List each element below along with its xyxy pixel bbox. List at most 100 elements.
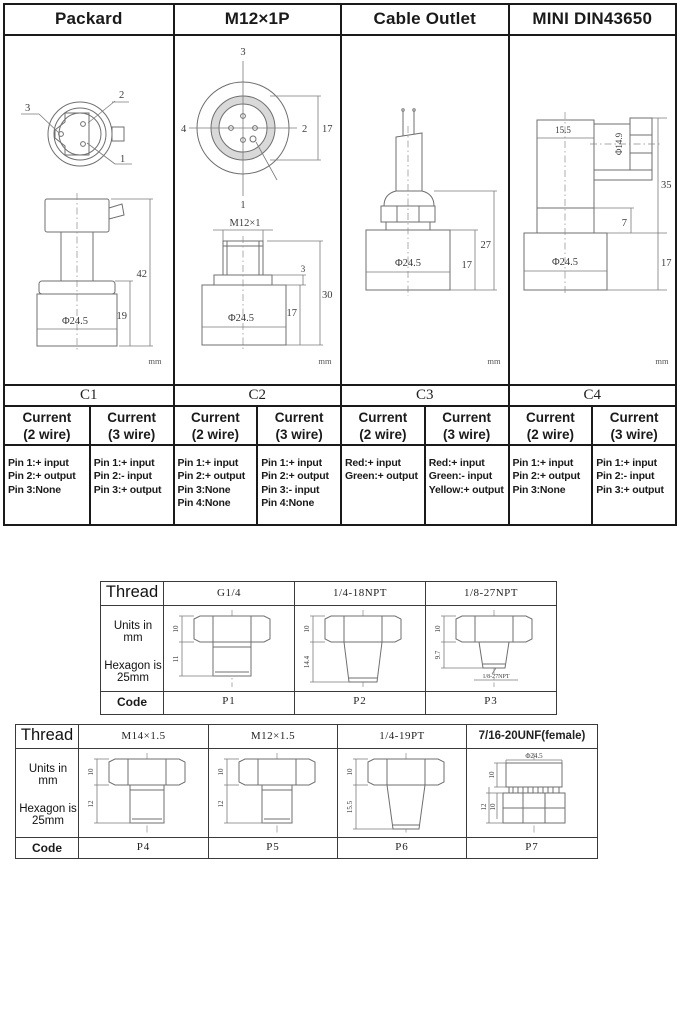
thread-g14-header: G1/4 [163, 582, 294, 605]
thread-14-18npt-header: 1/4-18NPT [294, 582, 425, 605]
cable-unit: mm [487, 356, 501, 366]
pin-line: Red:+ input [345, 457, 401, 469]
p3-dim-thread: 9.7 [434, 650, 442, 659]
c4-3wire-header: Current(3 wire) [591, 405, 675, 444]
p2-drawing: 10 14.4 [303, 610, 402, 687]
pin-line: Pin 2:- input [596, 470, 655, 483]
pin-line: Pin 2:+ output [177, 470, 246, 483]
p5-dim-head: 10 [217, 768, 225, 776]
m12-dim-body: 17 [286, 308, 297, 319]
p2-dim-head: 10 [303, 625, 311, 633]
din-unit: mm [655, 356, 669, 366]
m12-pin1-label: 1 [240, 200, 245, 211]
packard-pin3-label: 3 [25, 103, 30, 114]
packard-unit: mm [148, 356, 162, 366]
pin-line: Pin 3:None [512, 483, 566, 496]
m12-dim-height: 30 [322, 290, 333, 301]
m12-drawing: 3 4 2 1 17 M12×1 3 30 17 Φ24.5 [181, 47, 333, 366]
packard-dia: Φ24.5 [62, 316, 88, 327]
p5-hex-head [238, 758, 316, 786]
p4-dim-thread: 12 [87, 800, 95, 808]
code-c4: C4 [507, 384, 675, 405]
pin-line: Pin 1:+ input [8, 457, 69, 469]
m12-drawing-cell: 3 4 2 1 17 M12×1 3 30 17 Φ24.5 [172, 34, 340, 384]
p1-dim-thread: 11 [172, 655, 180, 662]
p3-thread-note: 1/8-27NPT [483, 674, 510, 680]
packard-dim-total: 42 [137, 269, 148, 280]
p3-dim-head: 10 [434, 625, 442, 633]
code-p3: P3 [425, 691, 556, 714]
code-p2: P2 [294, 691, 425, 714]
pin-line: Red:+ input [428, 457, 485, 469]
column-header-cable-outlet: Cable Outlet [340, 5, 508, 34]
pin-line: Pin 3:+ output [93, 483, 162, 496]
pin-line: Pin 2:+ output [261, 470, 329, 483]
p1-hex-head [193, 615, 271, 643]
din-dim-top: 15.5 [555, 125, 571, 135]
p4-drawing-cell: 10 12 [78, 748, 208, 837]
pin-line: Pin 3:None [177, 483, 231, 496]
pin-line: Pin 2:+ output [8, 470, 76, 483]
p5-drawing: 10 12 [217, 753, 316, 833]
m12-pin2-label: 2 [302, 124, 307, 135]
p3-drawing-cell: 10 9.7 1/8-27NPT [425, 605, 556, 691]
p4-hex-head [108, 758, 186, 786]
packard-drawing-cell: 2 3 1 42 19 Φ24.5 mm [5, 34, 173, 384]
p7-drawing-cell: Φ24.5 10 12 10 [466, 748, 597, 837]
pin-line: Green:+ output [345, 470, 418, 483]
p1-dim-head: 10 [172, 625, 180, 633]
packard-pin1-label: 1 [120, 154, 125, 165]
code-c1: C1 [5, 384, 173, 405]
p7-dim-body: 10 [488, 771, 496, 779]
din-drawing-cell: 15.5 Φ14.9 35 7 17 Φ24.5 mm [507, 34, 675, 384]
code-p6: P6 [337, 837, 466, 858]
cable-drawing-cell: 27 17 Φ24.5 mm [340, 34, 508, 384]
p6-drawing-cell: 10 15.5 [337, 748, 466, 837]
m12-thread-label: M12×1 [229, 218, 260, 229]
p1-drawing: 10 11 [172, 610, 271, 687]
cable-side-view [365, 108, 497, 296]
pin-line: Pin 4:None [261, 497, 315, 510]
packard-pin2-label: 2 [119, 90, 124, 101]
thread-m12-header: M12×1.5 [208, 725, 337, 748]
column-header-m12: M12×1P [172, 5, 341, 34]
m12-top-view [188, 61, 321, 196]
c1-2wire-header: Current(2 wire) [5, 405, 89, 444]
packard-side-view [36, 193, 153, 352]
din-dim-height: 35 [661, 180, 672, 191]
p5-drawing-cell: 10 12 [208, 748, 337, 837]
p7-dim-nut-outer: 12 [480, 803, 488, 811]
p3-drawing: 10 9.7 1/8-27NPT [434, 610, 533, 687]
p7-drawing: Φ24.5 10 12 10 [480, 752, 566, 833]
pin-line: Pin 1:+ input [177, 457, 239, 469]
code-c3: C3 [340, 384, 508, 405]
p2-drawing-cell: 10 14.4 [294, 605, 425, 691]
column-header-mini-din: MINI DIN43650 [507, 5, 676, 34]
cable-dim-height: 27 [481, 240, 492, 251]
p6-dim-head: 10 [346, 768, 354, 776]
m12-side-view [201, 229, 323, 351]
pin-line: Pin 2:- input [93, 470, 152, 483]
thread-18-27npt-header: 1/8-27NPT [425, 582, 556, 605]
p4-thread [129, 784, 165, 824]
p7-dim-nut-inner: 10 [489, 803, 497, 811]
pin-line: Pin 3:+ output [596, 483, 664, 496]
thread-table1-notes: Units in mm Hexagon is 25mm [101, 605, 163, 691]
c2-3wire-header: Current(3 wire) [256, 405, 340, 444]
din-drawing: 15.5 Φ14.9 35 7 17 Φ24.5 mm [523, 112, 672, 366]
p7-ridge [508, 786, 560, 794]
p6-drawing: 10 15.5 [346, 753, 445, 833]
column-header-packard: Packard [54, 9, 123, 28]
din-dim-body: 17 [661, 258, 672, 269]
thread-14-19pt-header: 1/4-19PT [337, 725, 466, 748]
p4-dim-head: 10 [87, 768, 95, 776]
pin-line: Pin 1:+ input [93, 457, 155, 469]
p1-thread [212, 641, 252, 677]
